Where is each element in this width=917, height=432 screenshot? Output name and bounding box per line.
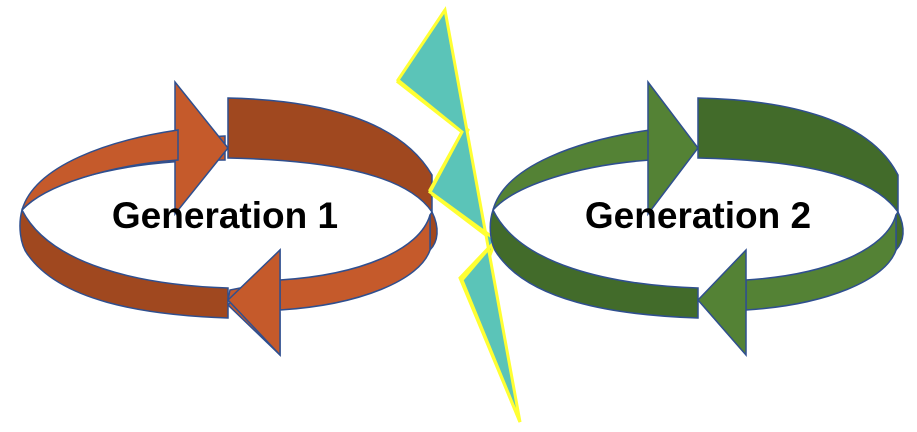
gen2-upper-dark-segment — [697, 97, 899, 215]
generation-2-label: Generation 2 — [585, 195, 811, 236]
gen1-right-wall — [429, 210, 438, 252]
gen2-upper-arrow-head — [647, 79, 699, 217]
gen1-left-wall — [19, 207, 229, 319]
generation-1-label: Generation 1 — [112, 195, 338, 236]
gen2-right-wall — [895, 210, 904, 252]
gen2-lower-arrow-tip — [696, 248, 747, 357]
generation-1-cycle: Generation 1 — [19, 79, 438, 357]
generation-2-cycle: Generation 2 — [489, 79, 904, 357]
gen1-lower-arrow-tip — [226, 248, 281, 357]
gen1-left-upper-arc — [21, 129, 179, 211]
lightning-bolt-body — [395, 6, 522, 423]
gen2-left-wall — [489, 208, 699, 319]
